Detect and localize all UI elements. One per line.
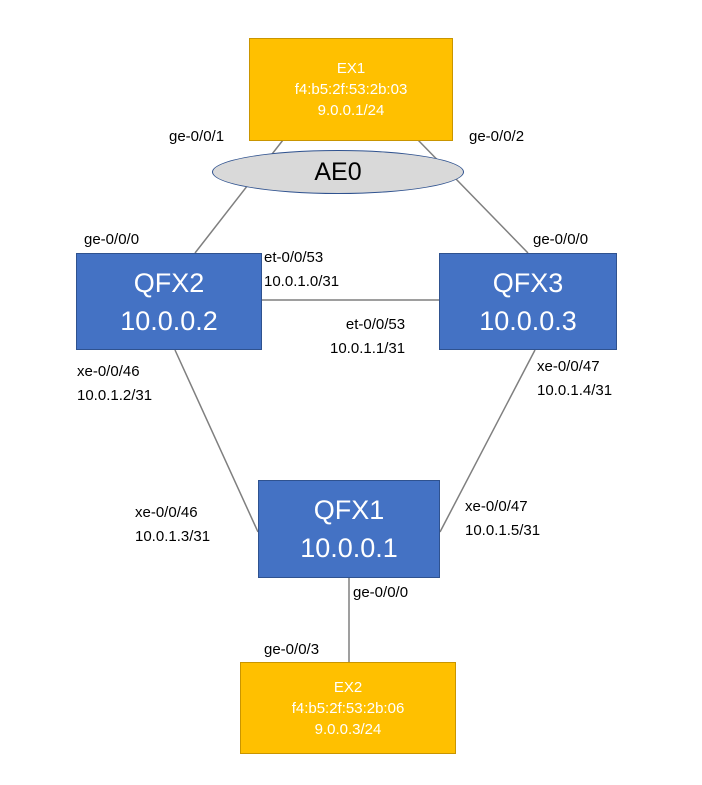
port-label-qfx1-right: xe-0/0/47 10.0.1.5/31 bbox=[465, 497, 540, 541]
port-name: xe-0/0/47 bbox=[465, 498, 528, 515]
qfx3-node[interactable]: QFX3 10.0.0.3 bbox=[439, 253, 617, 350]
qfx2-name: QFX2 bbox=[133, 267, 205, 298]
port-label-qfx2-right: et-0/0/53 10.0.1.0/31 bbox=[264, 248, 339, 292]
ex2-name: EX2 bbox=[333, 678, 363, 696]
qfx1-node[interactable]: QFX1 10.0.0.1 bbox=[258, 480, 440, 578]
qfx3-ip: 10.0.0.3 bbox=[479, 305, 577, 336]
ex2-node[interactable]: EX2 f4:b5:2f:53:2b:06 9.0.0.3/24 bbox=[240, 662, 456, 754]
qfx2-ip: 10.0.0.2 bbox=[120, 305, 218, 336]
ae0-label: AE0 bbox=[314, 157, 362, 186]
port-name: et-0/0/53 bbox=[264, 249, 324, 266]
qfx2-node[interactable]: QFX2 10.0.0.2 bbox=[76, 253, 262, 350]
port-name: xe-0/0/46 bbox=[77, 363, 140, 380]
port-name: xe-0/0/46 bbox=[135, 504, 198, 521]
ex2-mac: f4:b5:2f:53:2b:06 bbox=[291, 699, 405, 717]
port-label-qfx3-down: xe-0/0/47 10.0.1.4/31 bbox=[537, 357, 612, 401]
ex2-ip: 9.0.0.3/24 bbox=[314, 720, 382, 738]
port-ip: 10.0.1.3/31 bbox=[135, 528, 211, 545]
qfx3-name: QFX3 bbox=[492, 267, 564, 298]
ex1-node[interactable]: EX1 f4:b5:2f:53:2b:03 9.0.0.1/24 bbox=[249, 38, 453, 141]
port-label-qfx1-left: xe-0/0/46 10.0.1.3/31 bbox=[135, 503, 210, 547]
port-label-ex1-left: ge-0/0/1 bbox=[169, 128, 225, 145]
port-name: et-0/0/53 bbox=[345, 316, 406, 333]
port-ip: 10.0.1.0/31 bbox=[264, 273, 340, 290]
port-label-qfx3-left: et-0/0/53 10.0.1.1/31 bbox=[330, 315, 405, 359]
port-ip: 10.0.1.5/31 bbox=[465, 522, 541, 539]
link-qfx2-qfx1 bbox=[174, 349, 259, 533]
qfx1-name: QFX1 bbox=[313, 495, 385, 525]
port-label-qfx3-up: ge-0/0/0 bbox=[533, 231, 589, 248]
link-qfx3-qfx1 bbox=[439, 349, 536, 533]
port-label-qfx2-up: ge-0/0/0 bbox=[84, 231, 140, 248]
ex1-mac: f4:b5:2f:53:2b:03 bbox=[294, 81, 408, 98]
port-label-ex2-up: ge-0/0/3 bbox=[264, 641, 320, 658]
port-ip: 10.0.1.4/31 bbox=[537, 382, 613, 399]
port-name: xe-0/0/47 bbox=[537, 358, 600, 375]
ex1-name: EX1 bbox=[336, 60, 366, 77]
port-label-ex1-right: ge-0/0/2 bbox=[469, 128, 525, 145]
port-label-qfx1-down: ge-0/0/0 bbox=[353, 584, 409, 601]
ae0-bundle[interactable]: AE0 bbox=[212, 150, 464, 194]
ex1-ip: 9.0.0.1/24 bbox=[317, 102, 385, 119]
port-label-qfx2-down: xe-0/0/46 10.0.1.2/31 bbox=[77, 362, 152, 406]
qfx1-ip: 10.0.0.1 bbox=[300, 533, 398, 563]
port-ip: 10.0.1.1/31 bbox=[330, 340, 406, 357]
port-ip: 10.0.1.2/31 bbox=[77, 387, 153, 404]
